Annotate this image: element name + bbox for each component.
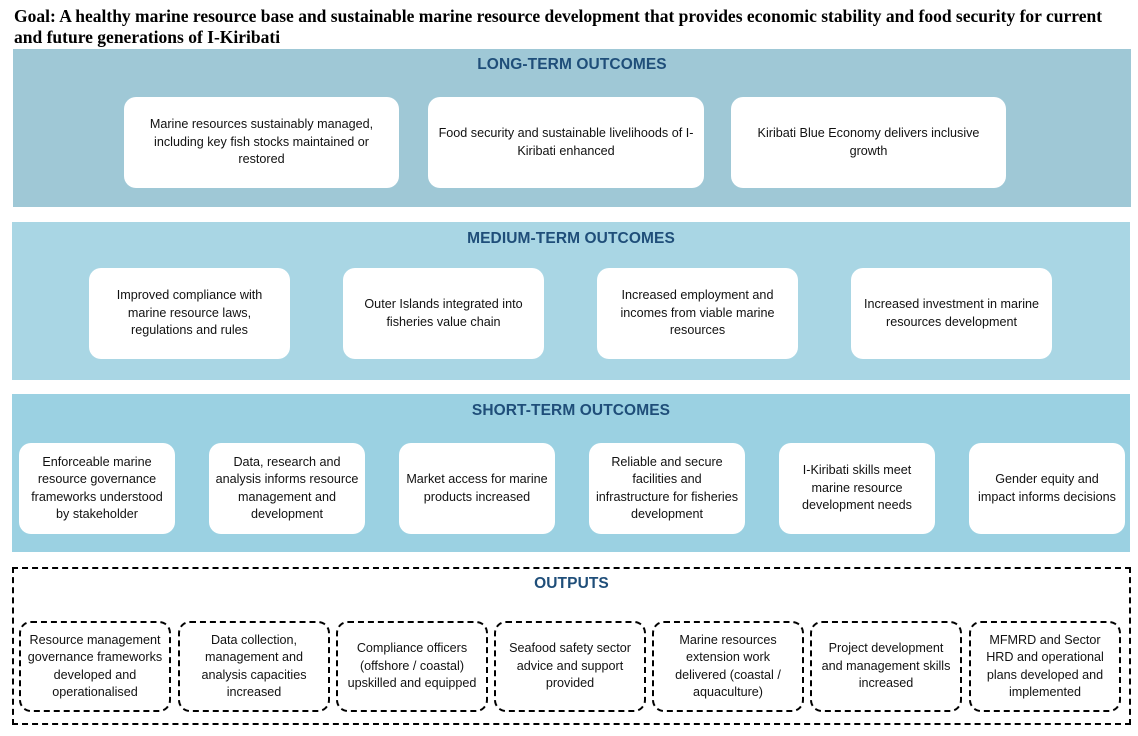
output-text: Marine resources extension work delivere…	[675, 632, 781, 700]
short-term-outcome-text: Gender equity and impact informs decisio…	[978, 472, 1116, 504]
medium-term-outcome-text: Increased investment in marine resources…	[864, 297, 1039, 329]
short-term-outcome-box: Data, research and analysis informs reso…	[209, 443, 365, 534]
short-term-outcome-box: Market access for marine products increa…	[399, 443, 555, 534]
medium-term-outcome-box: Increased employment and incomes from vi…	[597, 268, 798, 359]
long-term-outcome-box: Kiribati Blue Economy delivers inclusive…	[731, 97, 1006, 188]
output-box: Compliance officers (offshore / coastal)…	[336, 621, 488, 712]
output-text: MFMRD and Sector HRD and operational pla…	[986, 632, 1104, 700]
outputs-band: OUTPUTS Resource management governance f…	[12, 567, 1131, 725]
output-box: Marine resources extension work delivere…	[652, 621, 804, 712]
short-term-outcome-box: Reliable and secure facilities and infra…	[589, 443, 745, 534]
outputs-title: OUTPUTS	[534, 575, 609, 592]
short-term-outcome-text: Reliable and secure facilities and infra…	[595, 454, 739, 522]
medium-term-outcome-text: Outer Islands integrated into fisheries …	[364, 297, 523, 329]
short-term-outcome-box: I-Kiribati skills meet marine resource d…	[779, 443, 935, 534]
short-term-outcome-text: Market access for marine products increa…	[406, 472, 548, 504]
output-box: MFMRD and Sector HRD and operational pla…	[969, 621, 1121, 712]
short-term-outcome-box: Enforceable marine resource governance f…	[19, 443, 175, 534]
medium-term-outcome-box: Outer Islands integrated into fisheries …	[343, 268, 544, 359]
medium-term-outcome-box: Improved compliance with marine resource…	[89, 268, 290, 359]
long-term-outcome-text: Food security and sustainable livelihood…	[438, 126, 694, 158]
short-term-outcomes-band: SHORT-TERM OUTCOMES Enforceable marine r…	[12, 394, 1130, 552]
output-text: Compliance officers (offshore / coastal)…	[347, 641, 477, 691]
long-term-outcome-text: Kiribati Blue Economy delivers inclusive…	[757, 126, 980, 158]
short-term-title: SHORT-TERM OUTCOMES	[471, 402, 671, 419]
short-term-outcome-text: I-Kiribati skills meet marine resource d…	[802, 463, 912, 513]
output-text: Project development and management skill…	[821, 641, 951, 691]
output-box: Data collection, management and analysis…	[178, 621, 330, 712]
output-box: Project development and management skill…	[810, 621, 962, 712]
goal-statement: Goal: A healthy marine resource base and…	[14, 6, 1103, 47]
output-box: Seafood safety sector advice and support…	[494, 621, 646, 712]
medium-term-title: MEDIUM-TERM OUTCOMES	[467, 230, 675, 247]
long-term-title: LONG-TERM OUTCOMES	[477, 56, 667, 73]
short-term-outcome-box: Gender equity and impact informs decisio…	[969, 443, 1125, 534]
short-term-outcome-text: Enforceable marine resource governance f…	[31, 454, 163, 522]
long-term-outcome-box: Marine resources sustainably managed, in…	[124, 97, 399, 188]
output-box: Resource management governance framework…	[19, 621, 171, 712]
medium-term-outcome-text: Increased employment and incomes from vi…	[620, 288, 775, 338]
long-term-outcomes-band: LONG-TERM OUTCOMES Marine resources sust…	[13, 49, 1131, 207]
medium-term-outcomes-band: MEDIUM-TERM OUTCOMES Improved compliance…	[12, 222, 1130, 380]
long-term-outcome-text: Marine resources sustainably managed, in…	[149, 117, 374, 167]
medium-term-outcome-text: Improved compliance with marine resource…	[116, 288, 263, 338]
short-term-outcome-text: Data, research and analysis informs reso…	[215, 454, 359, 522]
medium-term-outcome-box: Increased investment in marine resources…	[851, 268, 1052, 359]
output-text: Resource management governance framework…	[27, 632, 163, 700]
output-text: Data collection, management and analysis…	[201, 632, 307, 700]
long-term-outcome-box: Food security and sustainable livelihood…	[428, 97, 704, 188]
output-text: Seafood safety sector advice and support…	[509, 641, 631, 691]
